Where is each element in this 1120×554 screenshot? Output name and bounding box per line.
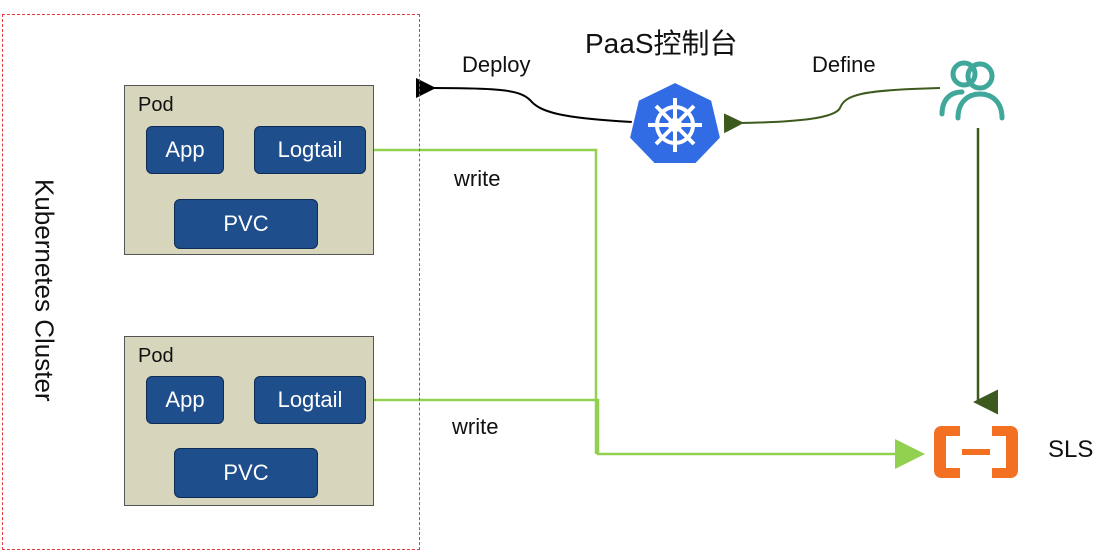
cluster-label: Kubernetes Cluster bbox=[29, 178, 60, 402]
write-line-2 bbox=[368, 398, 925, 469]
define-label: Define bbox=[812, 52, 876, 77]
pod-2-label: Pod bbox=[138, 345, 174, 367]
kubernetes-icon bbox=[628, 80, 722, 165]
write-line-1 bbox=[368, 148, 598, 454]
kubernetes-cluster-boundary bbox=[2, 14, 420, 550]
pod-1-app-box: App bbox=[146, 126, 224, 174]
paas-console-title: PaaS控制台 bbox=[585, 28, 738, 59]
aliyun-sls-icon bbox=[926, 416, 1026, 488]
pod-1-pvc-box: PVC bbox=[174, 199, 318, 249]
users-icon bbox=[939, 60, 1005, 121]
sls-label: SLS bbox=[1048, 436, 1094, 463]
define-arrow bbox=[723, 87, 941, 134]
pod-2-logtail-box: Logtail bbox=[254, 376, 366, 424]
pod-1-label: Pod bbox=[138, 94, 174, 116]
pod-2-app-box: App bbox=[146, 376, 224, 424]
write-label-1: write bbox=[454, 166, 501, 191]
deploy-arrow bbox=[415, 77, 633, 123]
write-label-2: write bbox=[452, 414, 499, 439]
pod-2-pvc-box: PVC bbox=[174, 448, 318, 498]
deploy-label: Deploy bbox=[462, 52, 531, 77]
pod-1-logtail-box: Logtail bbox=[254, 126, 366, 174]
